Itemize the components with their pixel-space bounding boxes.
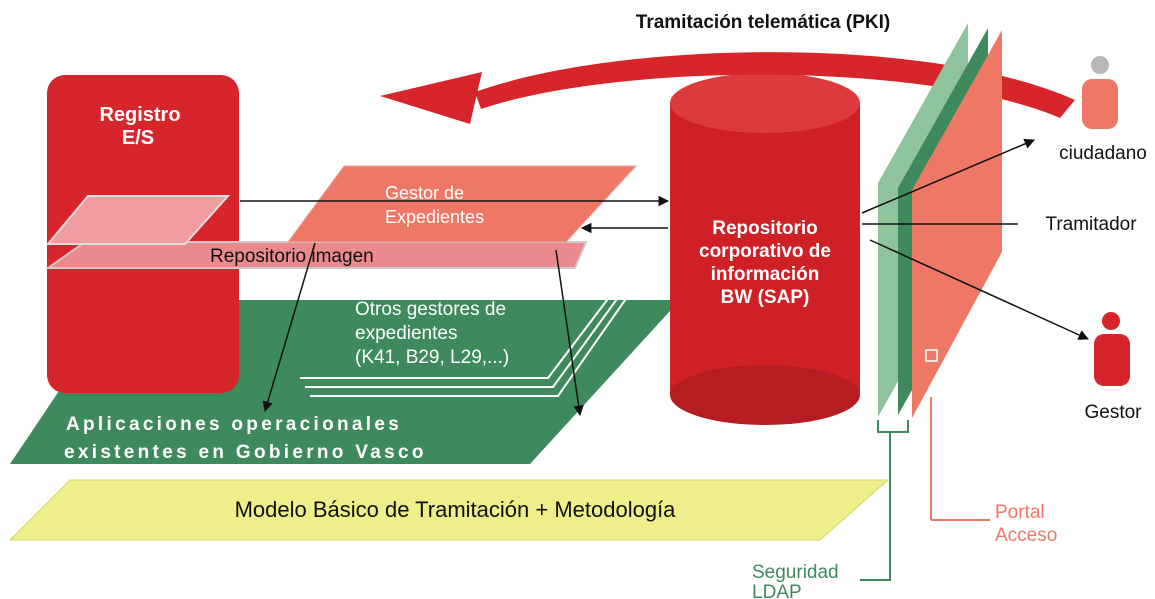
gestor-expedientes-plane [287,165,638,243]
registro-label-1: Registro [99,104,180,126]
gestor-person-icon [1094,312,1130,386]
otros-gestores-stack [300,282,632,397]
repositorio-corporativo-label-2: corporativo de [699,241,831,262]
seguridad-label-2: LDAP [752,582,802,599]
repositorio-imagen-label: Repositorio imagen [210,246,374,267]
tramitador-label: Tramitador [1045,214,1137,235]
pki-title: Tramitación telemática (PKI) [636,12,890,33]
modelo-label: Modelo Básico de Tramitación + Metodolog… [235,497,677,522]
seguridad-label-1: Seguridad [752,562,839,583]
otros-gestores-label-3: (K41, B29, L29,...) [355,347,509,368]
gestor-expedientes-label-1: Gestor de [385,183,464,203]
repositorio-corporativo-cylinder [670,73,860,425]
portal-label-1: Portal [995,502,1045,523]
arrow-to-ciudadano [861,138,1035,214]
repositorio-corporativo-label-3: información [711,264,820,285]
arrow-gestor-to-apps [262,242,316,413]
portal-marker [925,349,938,362]
gestor-expedientes-label-2: Expedientes [385,207,484,227]
registro-label-2: E/S [122,127,154,149]
aplicaciones-label-2: existentes en Gobierno Vasco [64,442,427,463]
registro-plane [45,195,231,245]
modelo-platform [8,479,890,541]
seguridad-leader [860,432,891,581]
repositorio-corporativo-label-1: Repositorio [712,218,818,239]
arrow-to-gestor [869,239,1089,340]
aplicaciones-label-1: Aplicaciones operacionales [66,414,402,435]
otros-gestores-label-1: Otros gestores de [355,299,506,320]
repositorio-corporativo-label-4: BW (SAP) [721,287,810,308]
ciudadano-label: ciudadano [1059,143,1147,164]
portal-label-2: Acceso [995,525,1057,546]
arrow-imagen-to-apps [555,249,584,417]
otros-gestores-label-2: expedientes [355,323,457,344]
gestor-label: Gestor [1084,402,1142,423]
seguridad-bracket [877,420,909,433]
pki-curved-arrow [380,52,1075,124]
ciudadano-person-icon [1082,56,1118,129]
